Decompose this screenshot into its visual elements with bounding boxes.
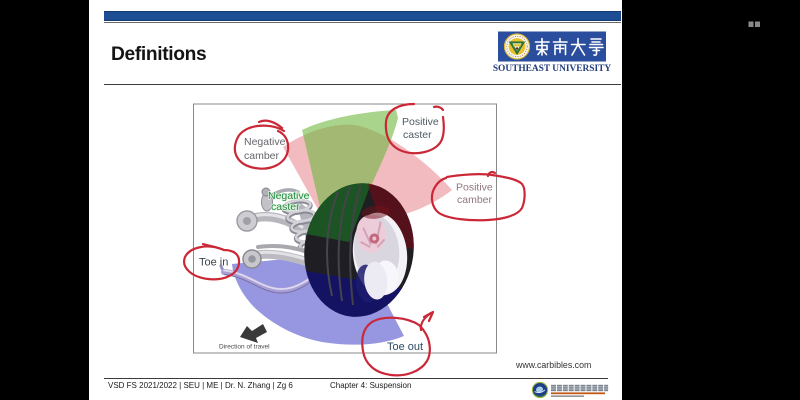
svg-text:www.carbibles.com: www.carbibles.com xyxy=(515,360,591,370)
svg-text:camber: camber xyxy=(457,194,493,206)
svg-text:camber: camber xyxy=(244,150,280,162)
svg-text:Positive: Positive xyxy=(456,182,493,194)
svg-text:Toe in: Toe in xyxy=(199,257,228,269)
svg-text:SOUTHEAST UNIVERSITY: SOUTHEAST UNIVERSITY xyxy=(493,64,612,74)
svg-text:Positive: Positive xyxy=(402,116,439,128)
svg-text:Direction of travel: Direction of travel xyxy=(219,344,270,351)
svg-text:Negative: Negative xyxy=(244,136,286,148)
svg-text:caster: caster xyxy=(403,129,432,141)
svg-text:caster: caster xyxy=(271,201,300,213)
svg-text:Negative: Negative xyxy=(268,190,310,202)
svg-text:Toe out: Toe out xyxy=(387,341,423,353)
